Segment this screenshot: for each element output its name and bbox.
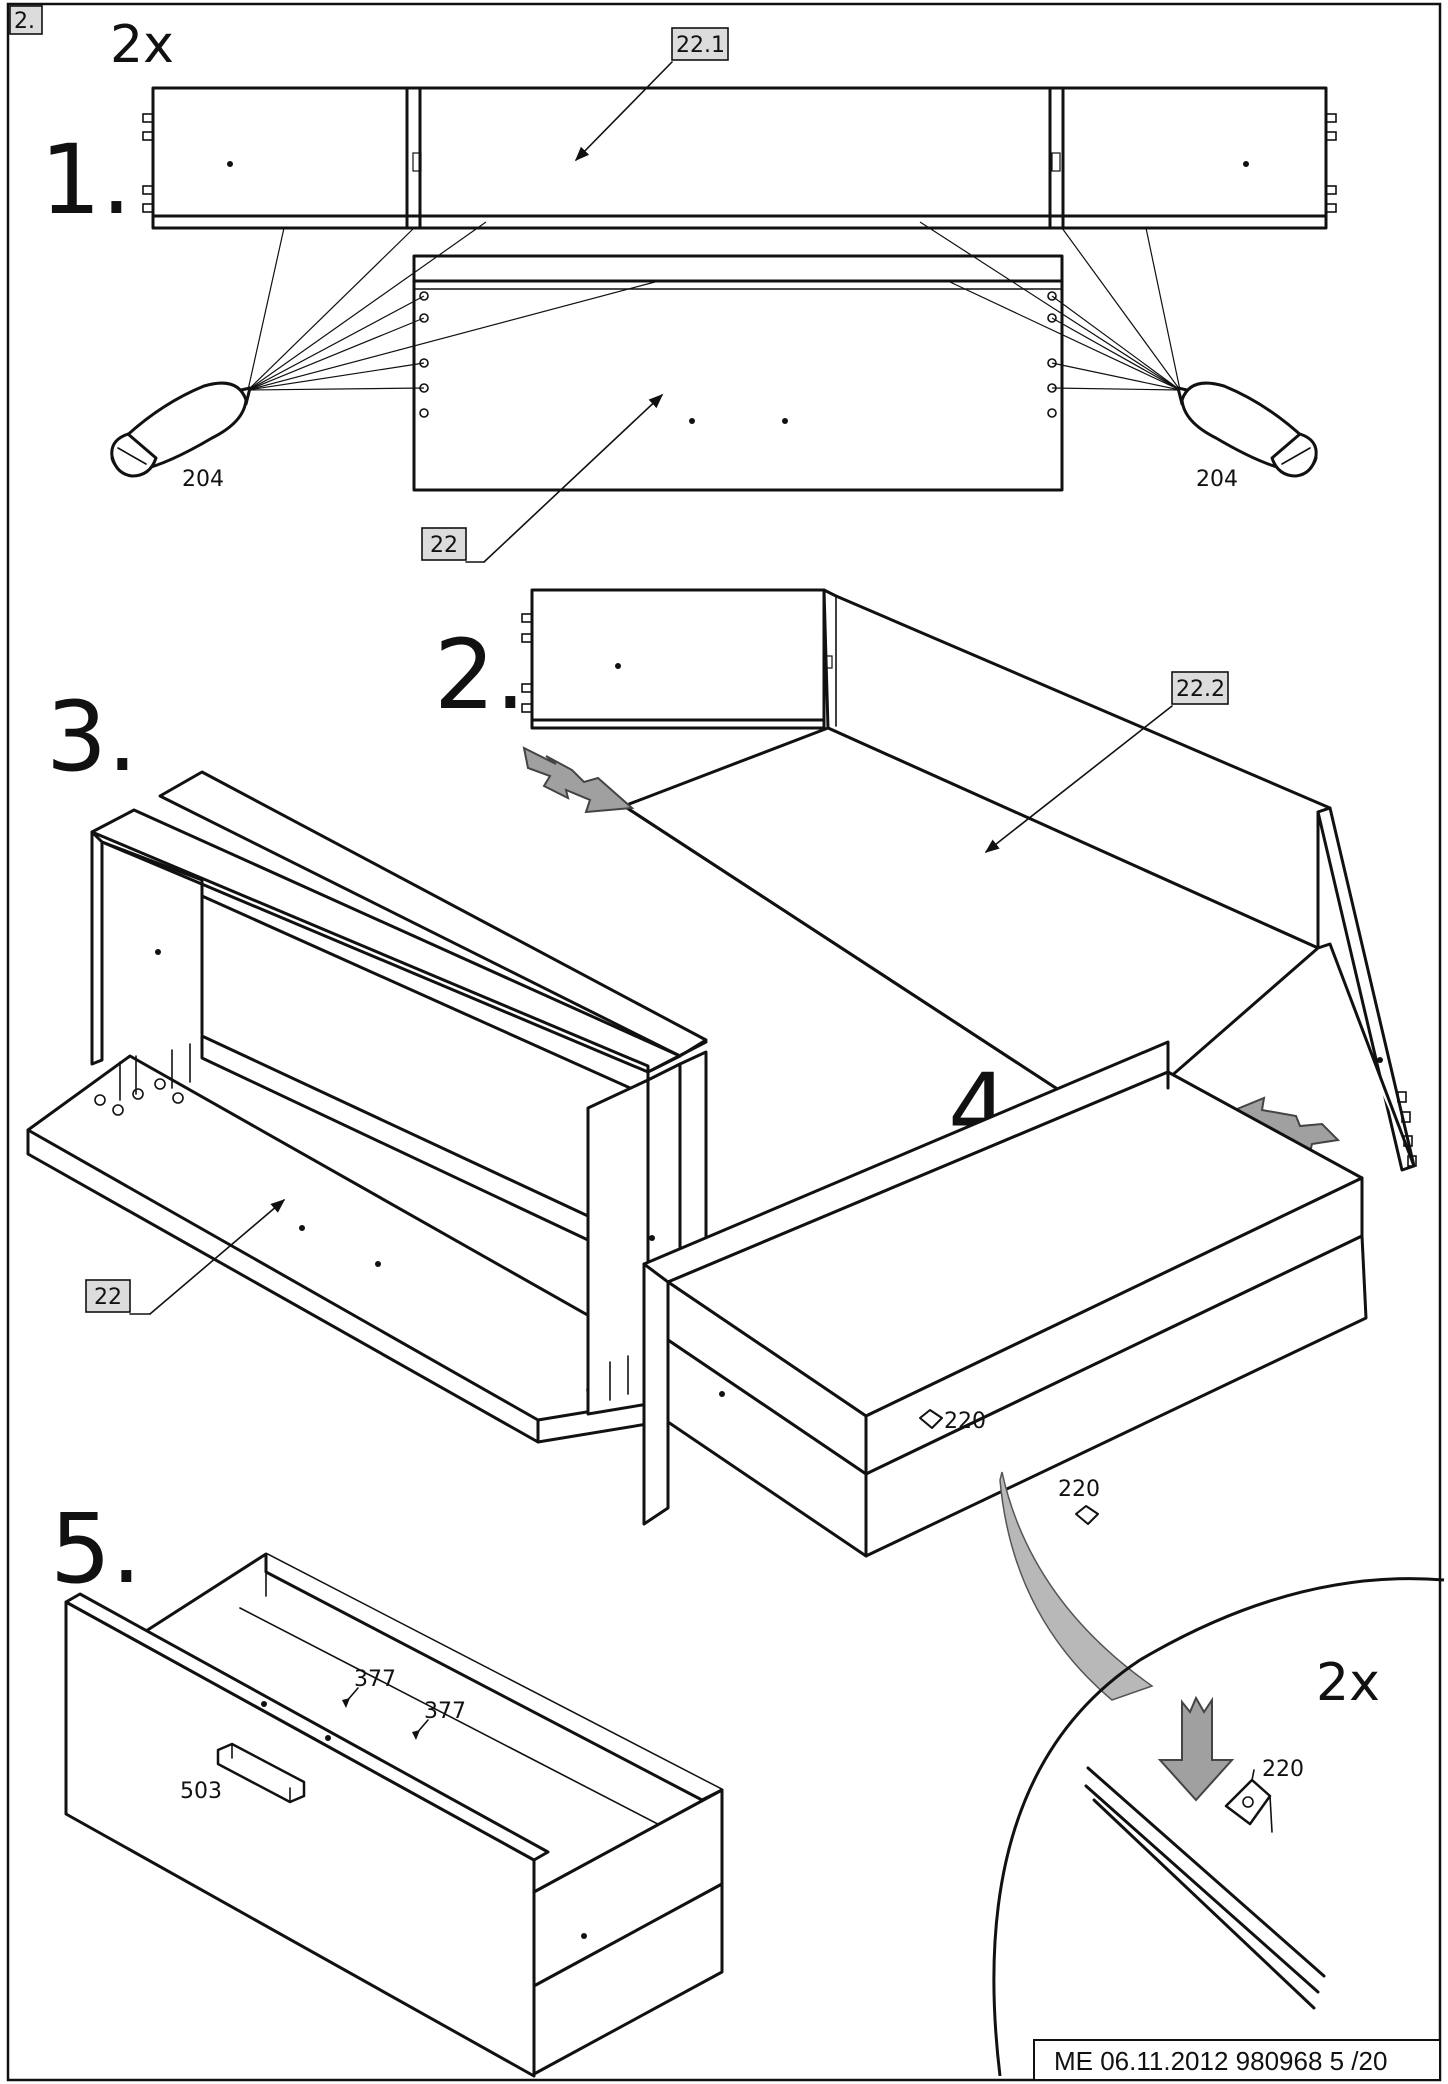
section-tag: 2. xyxy=(9,5,43,35)
label-377-a: 377 xyxy=(354,1667,396,1692)
step-2-right-panel xyxy=(1316,806,1417,1172)
step-3-number: 3. xyxy=(46,681,138,793)
detail-fitting-220-icon xyxy=(1224,1769,1273,1833)
glue-bottle-right-icon: 204 xyxy=(919,221,1318,492)
handle-503-icon xyxy=(216,1742,306,1804)
down-arrow-icon xyxy=(1157,1695,1235,1802)
label-220-b: 220 xyxy=(1058,1477,1100,1502)
detail-circle xyxy=(992,1577,1445,2077)
label-22-1: 22.1 xyxy=(574,27,729,162)
detail-rail xyxy=(1084,1766,1326,2010)
detail-label-220: 220 xyxy=(1262,1757,1304,1782)
label-377-b: 377 xyxy=(424,1699,466,1724)
label-22-step3: 22 xyxy=(85,1199,286,1315)
page-frame xyxy=(6,2,1442,2082)
step-2-number: 2. xyxy=(434,619,526,731)
label-22-step3-text: 22 xyxy=(94,1285,122,1310)
label-22-text: 22 xyxy=(430,533,458,558)
step-2-left-panel xyxy=(521,588,826,730)
label-503: 503 xyxy=(180,1779,222,1804)
glue-bottle-left-icon: 204 xyxy=(110,221,656,492)
label-22: 22 xyxy=(421,394,664,563)
step-5-drawer xyxy=(64,1552,724,2078)
section-tag-label: 2. xyxy=(14,9,35,34)
step-3: 3. xyxy=(26,681,722,1444)
label-22-2: 22.2 xyxy=(984,671,1229,853)
footer-text: ME 06.11.2012 980968 5 /20 xyxy=(1054,2046,1387,2076)
step-4: 4. 220 220 xyxy=(642,1040,1445,2077)
step-5: 5. 377 37 xyxy=(50,1493,724,2078)
zoom-callout-band xyxy=(999,1471,1154,1701)
step-3-frame xyxy=(90,770,708,1416)
step-1: 1. 2x 22.1 xyxy=(40,15,1337,563)
detail-quantity: 2x xyxy=(1316,1653,1380,1713)
step-1-number: 1. xyxy=(40,124,132,236)
label-22-1-text: 22.1 xyxy=(676,33,725,58)
fitting-220-icon xyxy=(919,1409,943,1429)
panel-22 xyxy=(412,254,1064,492)
step-5-number: 5. xyxy=(50,1493,142,1605)
panel-22-1 xyxy=(142,86,1337,230)
tool-204-right-label: 204 xyxy=(1196,467,1238,492)
step-1-quantity: 2x xyxy=(110,15,174,75)
fitting-220-b-icon xyxy=(1075,1505,1099,1525)
label-22-2-text: 22.2 xyxy=(1176,677,1225,702)
label-220-a: 220 xyxy=(944,1409,986,1434)
push-arrow-left-icon xyxy=(522,746,635,814)
step-2: 2. xyxy=(434,588,1417,1172)
tool-204-left-label: 204 xyxy=(182,467,224,492)
footer-info: ME 06.11.2012 980968 5 /20 xyxy=(1033,2039,1441,2081)
